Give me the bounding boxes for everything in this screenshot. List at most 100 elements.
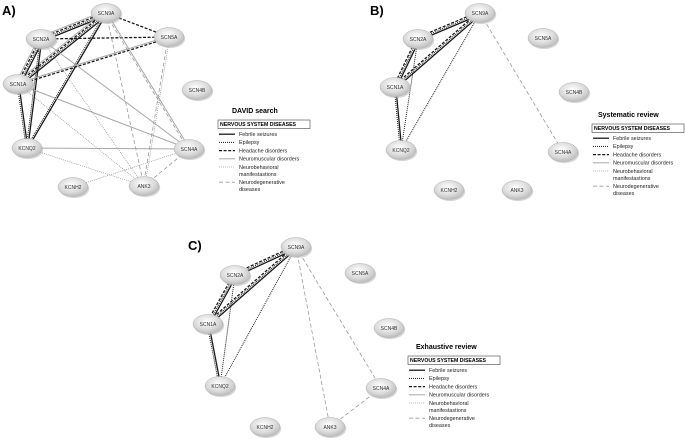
edge-line-epilepsy <box>25 38 41 148</box>
legend-label-febrile: Febrile seizures <box>429 368 467 374</box>
node-label: SCN9A <box>98 11 115 17</box>
edge-line-febrile <box>208 247 298 326</box>
node-label: SCN5A <box>161 35 178 41</box>
legend-label-neurobehavioral: Neurobehavioral <box>429 401 469 407</box>
legend-label-neurobehavioral: manifestastions <box>239 172 277 178</box>
node-label: SCN2A <box>410 37 427 43</box>
edge-line-headache <box>17 11 106 84</box>
node-ellipse <box>153 27 185 47</box>
node-label: ANK3 <box>510 188 523 194</box>
node-scn4a: SCN4A <box>173 139 206 161</box>
edge-line-epilepsy <box>25 12 106 148</box>
node-label: SCN2A <box>33 37 50 43</box>
node-label: SCN9A <box>288 245 305 251</box>
legend-label-headache: Headache disorders <box>429 384 478 390</box>
edge-line-neurodegenerative <box>105 12 145 187</box>
legend-label-neurobehavioral: manifestastions <box>429 408 467 414</box>
edge-scn9a-kcnq2 <box>400 12 481 151</box>
legend-label-neurodegenerative: Neurodegenerative <box>239 180 285 186</box>
node-scn4a: SCN4A <box>365 378 398 400</box>
edge-scn5a-ank3 <box>142 36 171 187</box>
edge-scn9a-scn1a <box>16 10 108 87</box>
node-ellipse <box>344 263 376 283</box>
legend-header-box <box>407 355 501 365</box>
legend-label-neurodegenerative: diseases <box>613 191 635 197</box>
legend-label-epilepsy: Epilepsy <box>239 140 260 146</box>
node-ellipse <box>527 28 559 48</box>
node-label: SCN5A <box>535 36 552 42</box>
legend-label-neurobehavioral: manifestastions <box>613 176 651 182</box>
node-scn4b: SCN4B <box>181 80 214 102</box>
node-label: KCNQ2 <box>392 148 409 154</box>
edge-line-epilepsy <box>400 12 481 151</box>
legend-label-neurodegenerative: Neurodegenerative <box>429 416 475 422</box>
edge-line-febrile <box>395 13 482 89</box>
edge-kcnq2-scn4a <box>26 147 190 150</box>
edge-line-neurodegenerative <box>295 246 382 389</box>
node-ellipse <box>385 140 417 160</box>
node-scn5a: SCN5A <box>153 27 186 49</box>
node-ellipse <box>373 318 405 338</box>
node-scn9a: SCN9A <box>464 3 497 25</box>
edge-line-headache <box>18 37 170 86</box>
node-ellipse <box>25 29 57 49</box>
legend-header: NERVOUS SYSTEM DISEASES <box>220 122 297 128</box>
legend-header: NERVOUS SYSTEM DISEASES <box>594 126 671 132</box>
node-ellipse <box>219 265 251 285</box>
node-scn4a: SCN4A <box>547 142 580 164</box>
node-label: ANK3 <box>137 184 150 190</box>
edge-scn2a-kcnq2 <box>219 274 236 387</box>
node-ellipse <box>2 74 34 94</box>
legend-label-neurobehavioral: Neurobehavioral <box>613 169 653 175</box>
edge-line-neuromuscular <box>106 12 191 149</box>
node-label: SCN1A <box>387 85 404 91</box>
legend-label-neurobehavioral: Neurobehavioral <box>239 165 279 171</box>
node-label: SCN5A <box>352 271 369 277</box>
node-ellipse <box>249 417 281 437</box>
edges <box>15 10 191 188</box>
panel-letter: B) <box>370 3 384 18</box>
edge-line-febrile <box>27 13 108 149</box>
legend-label-headache: Headache disorders <box>239 148 288 154</box>
node-ellipse <box>90 3 122 23</box>
panel-letter: C) <box>188 238 202 253</box>
node-ellipse <box>11 138 43 158</box>
node-scn5a: SCN5A <box>344 263 377 285</box>
legend-label-neuromuscular: Neuromuscular disorders <box>429 393 490 399</box>
legend-label-febrile: Febrile seizures <box>239 132 277 138</box>
node-kcnh2: KCNH2 <box>249 417 282 439</box>
edge-line-neurobehavioral <box>72 148 190 188</box>
node-ellipse <box>501 180 533 200</box>
node-ank3: ANK3 <box>501 180 534 202</box>
node-ellipse <box>379 77 411 97</box>
edge-scn9a-scn4a <box>295 246 382 389</box>
node-ellipse <box>128 176 160 196</box>
node-label: SCN4A <box>181 147 198 153</box>
node-scn2a: SCN2A <box>219 265 252 287</box>
edge-line-neurodegenerative <box>479 12 564 153</box>
node-ellipse <box>402 29 434 49</box>
edge-line-neuromuscular <box>17 83 190 150</box>
legend-label-epilepsy: Epilepsy <box>613 144 634 150</box>
legend-label-epilepsy: Epilepsy <box>429 376 450 382</box>
node-label: ANK3 <box>323 425 336 431</box>
node-ellipse <box>181 80 213 100</box>
edge-line-neurodegenerative <box>142 36 169 186</box>
node-label: SCN4A <box>555 150 572 156</box>
node-scn5a: SCN5A <box>527 28 560 50</box>
node-label: KCNQ2 <box>211 384 228 390</box>
edge-line-headache <box>206 245 296 324</box>
node-scn9a: SCN9A <box>280 237 313 259</box>
node-scn4b: SCN4B <box>373 318 406 340</box>
edge-scn9a-ank3 <box>105 12 145 187</box>
node-label: KCNQ2 <box>18 146 35 152</box>
edge-line-neuromuscular <box>26 147 190 150</box>
edge-line-neuromuscular <box>16 10 105 83</box>
legend-label-headache: Headache disorders <box>613 152 662 158</box>
node-ellipse <box>57 177 89 197</box>
legend-label-neuromuscular: Neuromuscular disorders <box>239 157 300 163</box>
